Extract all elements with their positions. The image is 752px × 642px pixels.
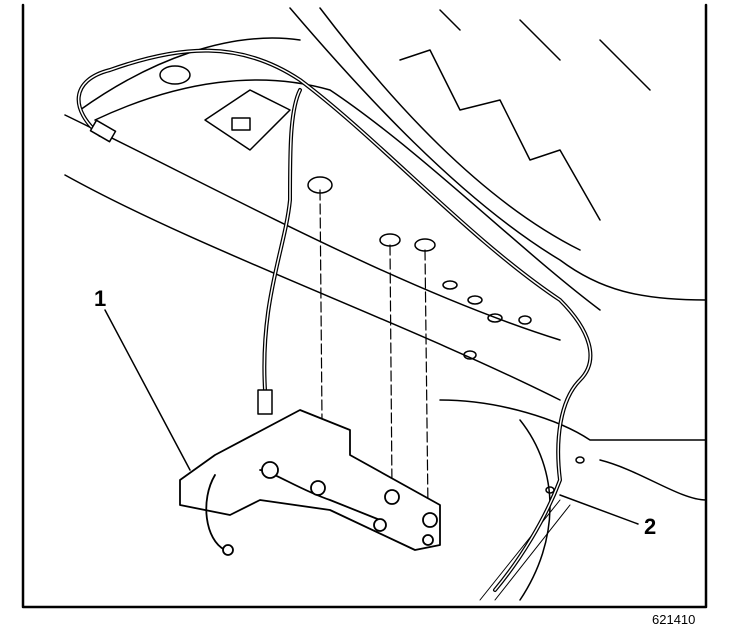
alignment-lines (319, 189, 429, 511)
harness-connector (257, 389, 273, 415)
callout-1: 1 (94, 286, 107, 311)
callout-leader-1 (104, 309, 191, 471)
callout-2: 2 (644, 514, 657, 539)
panel-holes (159, 65, 585, 494)
frame-border (21, 3, 708, 609)
bracket (179, 409, 441, 556)
callout-leader-2 (559, 494, 639, 525)
harness-connector (89, 119, 117, 143)
figure-id: 621410 (652, 612, 696, 627)
